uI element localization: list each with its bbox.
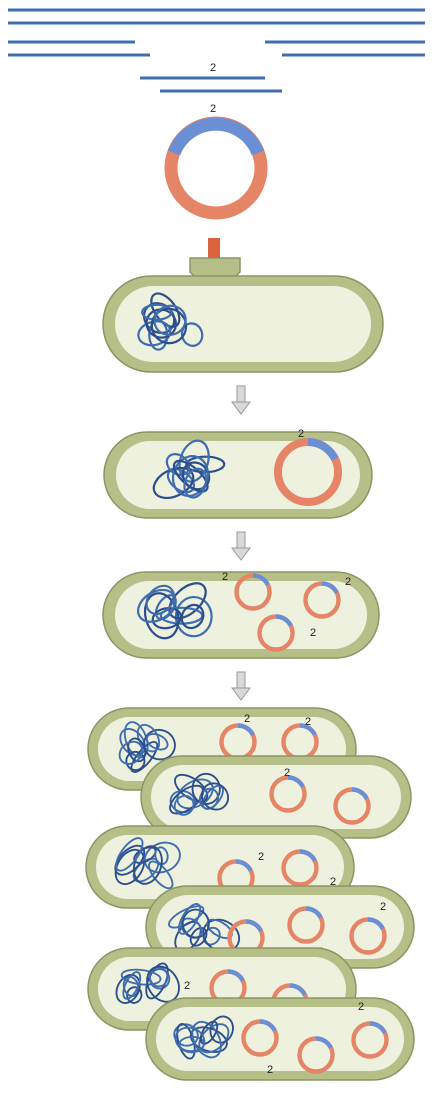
bacterium-daughter-cell: 22: [146, 998, 414, 1080]
gene-label-cell3b: 2: [345, 576, 351, 588]
gene-label: 2: [305, 716, 311, 728]
recombinant-plasmid: [171, 123, 261, 213]
plasmid-gene-insert: [174, 124, 258, 153]
gene-label: 2: [380, 901, 386, 913]
down-arrow-shaft: [237, 386, 245, 402]
uptake-arrow-shaft: [208, 238, 220, 258]
gene-label: 2: [267, 1064, 273, 1076]
gene-label: 2: [284, 767, 290, 779]
gene-label: 2: [244, 713, 250, 725]
down-arrow-icon: [232, 672, 250, 700]
dna-strands: [8, 10, 425, 91]
down-arrow-head: [232, 688, 250, 700]
down-arrow-icon: [232, 386, 250, 414]
gene-label-cell2: 2: [298, 428, 304, 440]
down-arrow-icon: [232, 532, 250, 560]
gene-label: 2: [358, 1001, 364, 1013]
gene-label-plasmid: 2: [210, 103, 216, 115]
gene-label-cell3c: 2: [310, 627, 316, 639]
down-arrow-shaft: [237, 532, 245, 548]
down-arrow-head: [232, 548, 250, 560]
gene-label: 2: [258, 851, 264, 863]
bacterium-stage-2: 2: [104, 428, 372, 518]
gene-label-cell3a: 2: [222, 571, 228, 583]
gene-label: 2: [184, 980, 190, 992]
bacterium-stage-1: [103, 258, 383, 372]
down-arrow-shaft: [237, 672, 245, 688]
gene-label-fragment: 2: [210, 62, 216, 74]
bacterium-stage-3: 2 2 2: [103, 571, 379, 658]
down-arrow-head: [232, 402, 250, 414]
